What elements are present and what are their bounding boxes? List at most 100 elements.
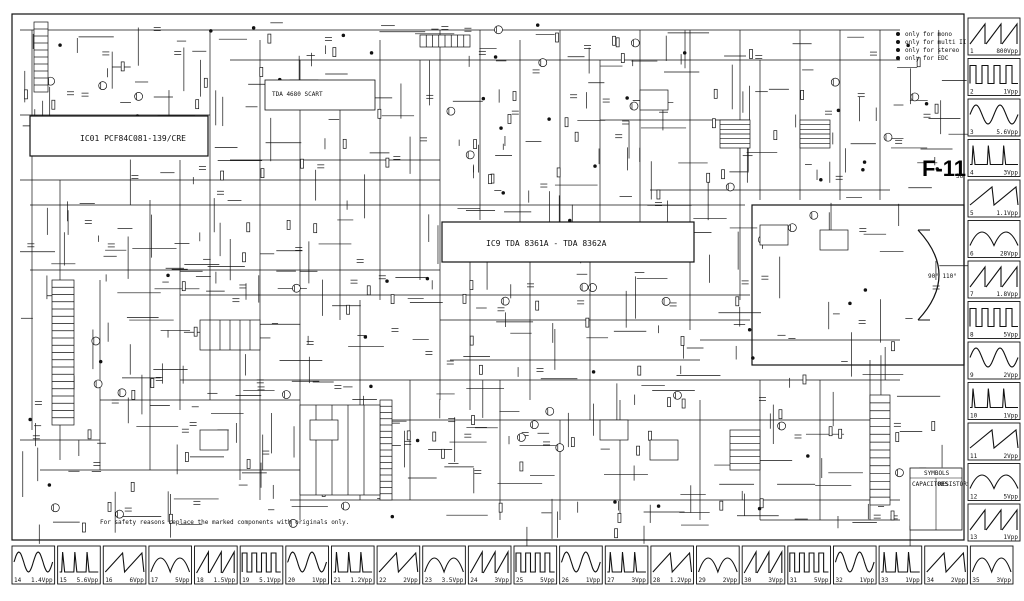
waveform-index: 27 bbox=[607, 577, 615, 584]
waveform-index: 9 bbox=[970, 372, 974, 379]
right-waveform-11: 11 2Vpp bbox=[967, 422, 1021, 461]
waveform-index: 29 bbox=[699, 577, 707, 584]
waveform-amplitude: 2Vpp bbox=[1004, 453, 1019, 460]
waveform-index: 15 bbox=[60, 577, 68, 584]
bottom-waveform-17: 17 5Vpp bbox=[148, 545, 192, 585]
right-waveform-13: 13 1Vpp bbox=[967, 503, 1021, 542]
waveform-index: 23 bbox=[425, 577, 433, 584]
waveform-amplitude: 3Vpp bbox=[768, 577, 783, 584]
waveform-index: 28 bbox=[653, 577, 661, 584]
waveform-amplitude: 3Vpp bbox=[495, 577, 510, 584]
waveform-index: 7 bbox=[970, 291, 974, 298]
bottom-waveform-27: 27 3Vpp bbox=[604, 545, 649, 585]
waveform-index: 8 bbox=[970, 332, 974, 339]
waveform-index: 18 bbox=[197, 577, 205, 584]
waveform-index: 24 bbox=[470, 577, 478, 584]
legend-line-4: only for EDC bbox=[905, 55, 949, 62]
crt-deflection-box: 90° 110° bbox=[751, 204, 965, 366]
waveform-index: 4 bbox=[970, 170, 974, 177]
waveform-amplitude: 3Vpp bbox=[1004, 170, 1019, 177]
waveform-index: 13 bbox=[970, 534, 978, 541]
waveform-amplitude: 1Vpp bbox=[860, 577, 875, 584]
waveform-amplitude: 1Vpp bbox=[1004, 89, 1019, 96]
bottom-waveform-24: 24 3Vpp bbox=[467, 545, 512, 585]
waveform-index: 12 bbox=[970, 494, 978, 501]
waveform-index: 20 bbox=[288, 577, 296, 584]
sheet-code: F-11 bbox=[922, 156, 966, 181]
waveform-index: 34 bbox=[927, 577, 935, 584]
waveform-index: 21 bbox=[333, 577, 341, 584]
right-waveform-5: 5 1.1Vpp bbox=[967, 179, 1021, 218]
waveform-index: 19 bbox=[242, 577, 250, 584]
ic-microcontroller: IC01 PCF84C081-139/CRE bbox=[29, 115, 209, 157]
waveform-index: 5 bbox=[970, 210, 974, 217]
waveform-amplitude: 5Vpp bbox=[175, 577, 190, 584]
scart-block: TDA 4680 SCART bbox=[264, 79, 376, 111]
waveform-index: 31 bbox=[790, 577, 798, 584]
right-waveform-7: 7 1.8Vpp bbox=[967, 260, 1021, 299]
legend-table-col2: RESISTORS bbox=[938, 481, 971, 488]
waveform-amplitude: 5Vpp bbox=[540, 577, 555, 584]
waveform-amplitude: 2Vpp bbox=[951, 577, 966, 584]
waveform-index: 10 bbox=[970, 413, 978, 420]
legend-table-title: SYMBOLS bbox=[924, 470, 950, 477]
safety-note: For safety reasons replace the marked co… bbox=[100, 519, 349, 526]
waveform-amplitude: 1.8Vpp bbox=[996, 291, 1018, 298]
waveform-amplitude: 5.6Vpp bbox=[996, 129, 1018, 136]
bottom-waveform-34: 34 2Vpp bbox=[924, 545, 968, 585]
waveform-index: 3 bbox=[970, 129, 974, 136]
top-legend: only for mono only for multi II only for… bbox=[896, 31, 967, 62]
bottom-waveform-23: 23 3.5Vpp bbox=[422, 545, 466, 585]
waveform-amplitude: 5.1Vpp bbox=[259, 577, 281, 584]
waveform-amplitude: 2Vpp bbox=[403, 577, 418, 584]
waveform-amplitude: 1.5Vpp bbox=[213, 577, 235, 584]
legend-line-1: only for mono bbox=[905, 31, 952, 38]
waveform-amplitude: 3Vpp bbox=[997, 577, 1012, 584]
waveform-amplitude: 1.1Vpp bbox=[996, 210, 1018, 217]
ic-main-processor-label: IC9 TDA 8361A - TDA 8362A bbox=[486, 239, 607, 248]
waveform-amplitude: 3.5Vpp bbox=[442, 577, 464, 584]
right-waveform-4: 4 3Vpp bbox=[967, 139, 1021, 177]
waveform-amplitude: 5.6Vpp bbox=[77, 577, 99, 584]
waveform-amplitude: 2Vpp bbox=[723, 577, 738, 584]
bottom-waveform-20: 20 1Vpp bbox=[285, 545, 329, 585]
waveform-index: 33 bbox=[881, 577, 889, 584]
waveform-amplitude: 2Vpp bbox=[1004, 372, 1019, 379]
waveform-index: 14 bbox=[14, 577, 22, 584]
waveform-amplitude: 28Vpp bbox=[1000, 251, 1018, 258]
waveform-amplitude: 1Vpp bbox=[312, 577, 327, 584]
waveform-amplitude: 1Vpp bbox=[905, 577, 920, 584]
legend-line-2: only for multi II bbox=[905, 39, 967, 46]
bottom-waveform-28: 28 1.2Vpp bbox=[650, 545, 694, 585]
waveform-amplitude: 3Vpp bbox=[631, 577, 646, 584]
legend-line-3: only for stereo bbox=[905, 47, 960, 54]
bottom-waveform-30: 30 3Vpp bbox=[741, 545, 786, 585]
right-waveform-9: 9 2Vpp bbox=[967, 341, 1021, 380]
bottom-waveform-33: 33 1Vpp bbox=[878, 545, 923, 585]
bottom-waveform-32: 32 1Vpp bbox=[833, 545, 877, 585]
ic-main-processor: IC9 TDA 8361A - TDA 8362A bbox=[441, 221, 695, 263]
waveform-amplitude: 1.4Vpp bbox=[31, 577, 53, 584]
waveform-index: 17 bbox=[151, 577, 159, 584]
waveform-index: 25 bbox=[516, 577, 524, 584]
waveform-amplitude: 1.2Vpp bbox=[670, 577, 692, 584]
waveform-index: 32 bbox=[835, 577, 843, 584]
bottom-waveform-25: 25 5Vpp bbox=[513, 545, 558, 585]
waveform-index: 26 bbox=[562, 577, 570, 584]
waveform-amplitude: 1Vpp bbox=[1004, 534, 1019, 541]
waveform-index: 11 bbox=[970, 453, 978, 460]
legend-table-col1: CAPACITORS bbox=[912, 481, 949, 488]
bottom-waveform-29: 29 2Vpp bbox=[696, 545, 740, 585]
waveform-amplitude: 1Vpp bbox=[586, 577, 601, 584]
waveform-index: 30 bbox=[744, 577, 752, 584]
